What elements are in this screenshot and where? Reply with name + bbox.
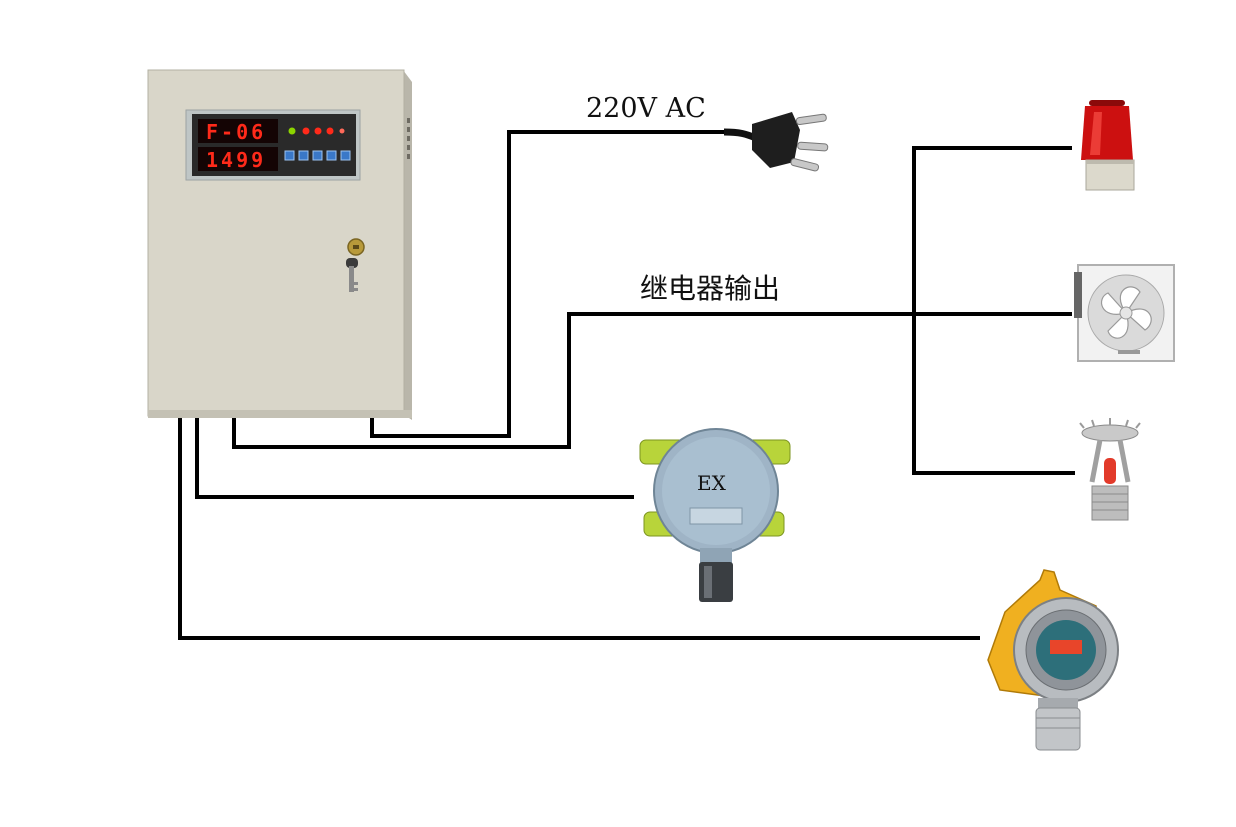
led-alarm-4-icon: [339, 128, 345, 134]
wires: [178, 130, 1075, 640]
sprinkler-head-icon: [1079, 418, 1141, 521]
transmitter-lcd: [1050, 640, 1082, 654]
relay-output-label: 继电器输出: [640, 272, 780, 305]
transmitter-neck: [1038, 698, 1078, 710]
key-button[interactable]: [284, 150, 295, 161]
display-bottom-text: 1499: [206, 148, 266, 172]
lock-icon[interactable]: [346, 238, 365, 292]
seg-display-top-bg: [198, 119, 278, 143]
relay-bus-wire: [912, 146, 1075, 475]
led-alarm-1-icon: [302, 127, 310, 135]
detector-wire: [195, 418, 634, 499]
plug-cable: [723, 128, 758, 142]
sprinkler-thread: [1091, 485, 1129, 521]
fan-icon: [1074, 264, 1175, 362]
rotating-beacon-icon: [1081, 100, 1135, 191]
key-button[interactable]: [312, 150, 323, 161]
detector-badge: EX: [697, 471, 727, 495]
key-button[interactable]: [298, 150, 309, 161]
cabinet-shadow: [148, 410, 412, 418]
display-transmitter-icon: [987, 569, 1119, 751]
power-label: 220V AC: [586, 93, 706, 124]
explosion-proof-detector-icon: EX: [639, 428, 791, 602]
beacon-dome: [1081, 106, 1133, 160]
beacon-top: [1089, 100, 1125, 106]
alarm-controller: F-06 1499: [147, 69, 412, 420]
beacon-base: [1085, 159, 1135, 191]
transmitter-wire: [178, 418, 980, 640]
seg-display-bottom-bg: [198, 147, 278, 171]
sprinkler-deflector: [1081, 424, 1139, 442]
sprinkler-frame: [1089, 439, 1131, 483]
plug-pins: [790, 113, 829, 172]
key-button[interactable]: [340, 150, 351, 161]
led-alarm-3-icon: [326, 127, 334, 135]
transmitter-sensor: [1035, 707, 1081, 751]
led-power-icon: [288, 127, 296, 135]
power-wire: [370, 130, 728, 438]
display-top-text: F-06: [206, 120, 266, 144]
indicator-leds: [288, 127, 345, 135]
beacon-glow: [1090, 112, 1102, 155]
relay-output-wire: [232, 312, 1072, 449]
key-button[interactable]: [326, 150, 337, 161]
power-plug: [723, 112, 829, 172]
keypad: [284, 150, 351, 161]
detector-neck: [700, 548, 732, 564]
vent-slots: [407, 118, 410, 159]
led-alarm-2-icon: [314, 127, 322, 135]
detector-nameplate: [689, 507, 743, 525]
plug-body: [752, 112, 800, 168]
sprinkler-bulb: [1104, 458, 1116, 484]
